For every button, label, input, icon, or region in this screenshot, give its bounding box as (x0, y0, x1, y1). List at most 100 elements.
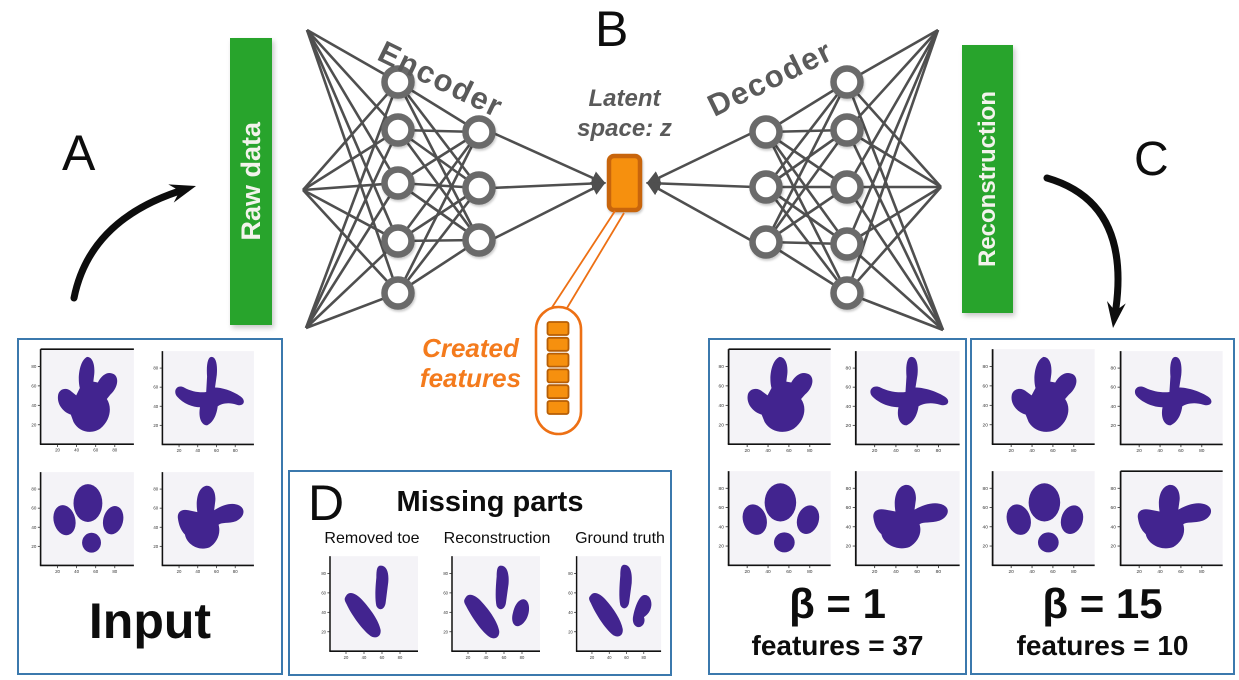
latent-unit-cells (546, 321, 570, 415)
svg-text:40: 40 (893, 448, 899, 453)
svg-text:40: 40 (893, 569, 899, 575)
svg-text:40: 40 (846, 404, 852, 409)
svg-text:40: 40 (765, 448, 771, 453)
svg-text:80: 80 (936, 569, 942, 575)
svg-text:20: 20 (153, 423, 158, 428)
svg-text:80: 80 (642, 655, 647, 660)
section-label-a: A (62, 125, 96, 181)
svg-text:60: 60 (443, 590, 448, 595)
svg-text:20: 20 (744, 448, 750, 453)
input-title: Input (88, 593, 212, 649)
svg-text:80: 80 (983, 486, 989, 491)
svg-text:20: 20 (872, 569, 878, 575)
svg-text:40: 40 (568, 610, 573, 615)
raw-data-label: Raw data (235, 122, 266, 241)
svg-text:20: 20 (1111, 544, 1117, 549)
svg-text:60: 60 (1050, 448, 1056, 453)
svg-text:60: 60 (1111, 505, 1117, 510)
svg-text:80: 80 (1111, 486, 1117, 491)
svg-text:60: 60 (786, 569, 792, 574)
svg-text:60: 60 (846, 505, 852, 511)
svg-text:20: 20 (31, 422, 36, 427)
svg-text:80: 80 (443, 571, 448, 576)
svg-text:80: 80 (807, 448, 813, 453)
svg-text:60: 60 (214, 448, 219, 453)
svg-text:80: 80 (520, 655, 525, 660)
svg-text:40: 40 (195, 448, 200, 453)
svg-text:20: 20 (177, 569, 182, 574)
svg-text:40: 40 (765, 569, 771, 574)
svg-text:40: 40 (443, 610, 448, 615)
svg-text:80: 80 (112, 448, 117, 453)
svg-text:20: 20 (846, 544, 852, 550)
svg-text:40: 40 (719, 525, 725, 530)
svg-text:20: 20 (177, 448, 182, 453)
svg-text:20: 20 (590, 655, 595, 660)
svg-text:20: 20 (344, 655, 349, 660)
svg-text:20: 20 (55, 569, 60, 574)
svg-text:40: 40 (31, 525, 36, 530)
missing-parts-title: Missing parts (396, 486, 584, 518)
reconstruction-bar: Reconstruction (962, 45, 1013, 313)
latent-vector (606, 153, 643, 213)
svg-text:80: 80 (983, 364, 989, 369)
svg-text:60: 60 (914, 569, 920, 575)
svg-text:60: 60 (568, 590, 573, 595)
svg-text:40: 40 (153, 525, 158, 530)
svg-text:60: 60 (93, 569, 98, 574)
svg-text:40: 40 (1157, 448, 1163, 453)
svg-text:40: 40 (1029, 448, 1035, 453)
svg-text:60: 60 (719, 384, 725, 389)
svg-text:60: 60 (502, 655, 507, 660)
svg-text:60: 60 (983, 384, 989, 389)
svg-text:40: 40 (846, 525, 852, 531)
section-label-c: C (1134, 133, 1169, 186)
svg-text:40: 40 (484, 655, 489, 660)
svg-text:80: 80 (233, 569, 238, 574)
svg-text:20: 20 (1136, 448, 1142, 453)
column-label-removed-toe: Removed toe (324, 530, 420, 547)
svg-text:80: 80 (936, 448, 942, 453)
svg-text:80: 80 (31, 364, 36, 369)
svg-text:80: 80 (321, 571, 326, 576)
svg-text:40: 40 (1029, 569, 1035, 574)
svg-text:40: 40 (153, 404, 158, 409)
svg-text:40: 40 (321, 610, 326, 615)
latent-space-label-line2: space: z (577, 115, 672, 142)
svg-text:40: 40 (1111, 525, 1117, 530)
svg-text:60: 60 (846, 385, 852, 390)
svg-text:80: 80 (719, 486, 725, 491)
svg-text:80: 80 (153, 366, 158, 371)
created-features-label-line1: Created (422, 333, 519, 363)
svg-text:20: 20 (744, 569, 750, 574)
column-label-reconstruction: Reconstruction (443, 530, 551, 547)
svg-text:80: 80 (233, 448, 238, 453)
svg-text:80: 80 (846, 366, 852, 371)
section-label-d: D (308, 475, 345, 531)
svg-text:60: 60 (1178, 448, 1184, 453)
svg-text:80: 80 (398, 655, 403, 660)
svg-text:20: 20 (983, 423, 989, 428)
svg-text:80: 80 (1111, 366, 1117, 371)
svg-text:40: 40 (607, 655, 612, 660)
svg-text:80: 80 (1199, 569, 1205, 574)
created-features-label-line2: features (419, 362, 522, 393)
arrow-c (1043, 174, 1126, 328)
svg-text:20: 20 (568, 629, 573, 634)
latent-space-label-line1: Latent (588, 85, 661, 112)
svg-text:20: 20 (872, 448, 878, 453)
beta15-features-label: features = 10 (1016, 630, 1189, 661)
